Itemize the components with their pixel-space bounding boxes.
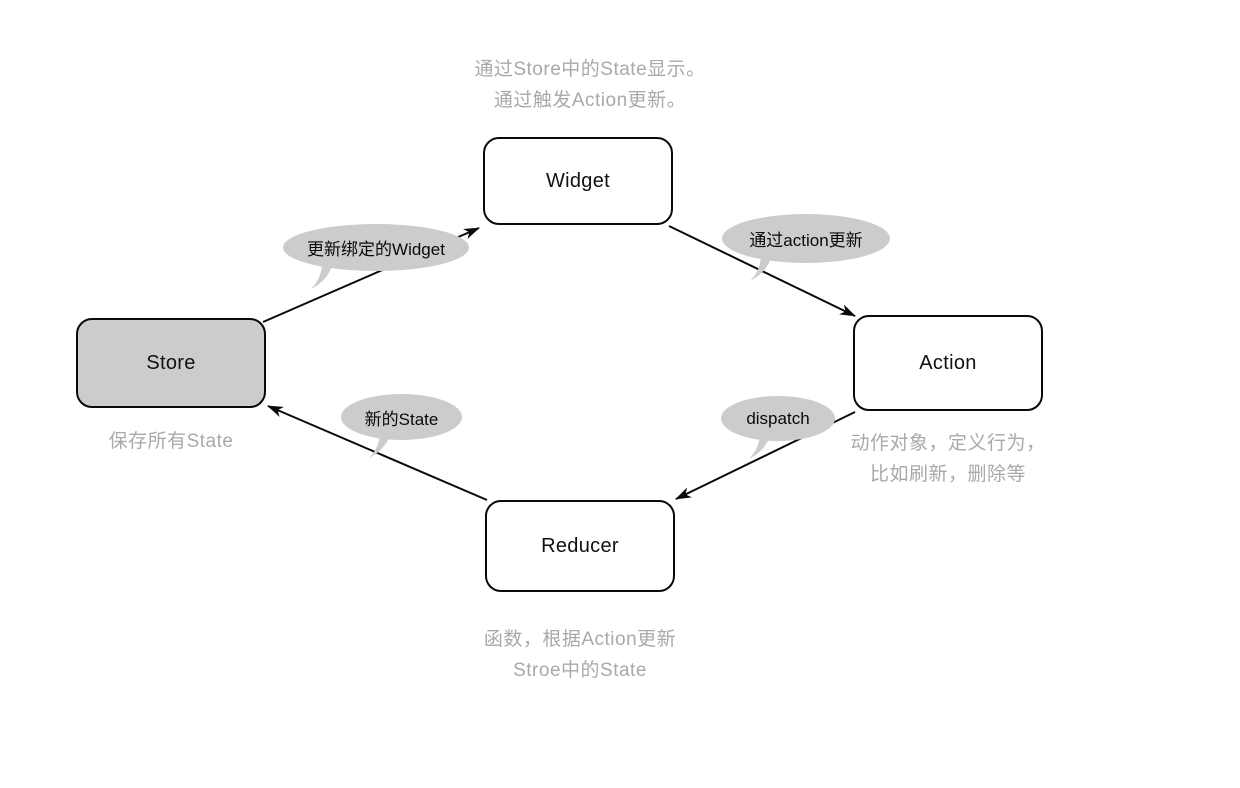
- bubble-tail: [749, 432, 771, 459]
- note-line: 动作对象，定义行为，: [850, 433, 1046, 454]
- bubble-tail: [311, 262, 333, 289]
- edge-label-action-to-reducer: dispatch: [721, 396, 835, 459]
- note-line: 保存所有State: [108, 431, 234, 452]
- bubble-tail: [750, 254, 772, 281]
- top-note-line: 通过触发Action更新。: [493, 90, 687, 111]
- node-label: Widget: [545, 169, 611, 192]
- arrow-reducer-to-store: [267, 405, 488, 501]
- note-line: Stroe中的State: [513, 660, 647, 681]
- edge-label-text: dispatch: [746, 408, 810, 428]
- node-label: Reducer: [541, 534, 619, 557]
- edge-label-widget-to-action: 通过action更新: [722, 214, 890, 281]
- note-line: 比如刷新，删除等: [869, 464, 1026, 485]
- node-store: Store: [76, 318, 266, 408]
- node-label: Store: [146, 351, 196, 374]
- edge-label-reducer-to-store: 新的State: [341, 394, 462, 458]
- note-line: 函数，根据Action更新: [483, 629, 677, 650]
- edge-label-store-to-widget: 更新绑定的Widget: [283, 224, 469, 289]
- top-note: 通过Store中的State显示。 通过触发Action更新。: [380, 54, 800, 116]
- top-note-line: 通过Store中的State显示。: [474, 59, 706, 80]
- edge-label-text: 新的State: [364, 409, 439, 429]
- node-label: Action: [919, 351, 977, 374]
- node-note-store: 保存所有State: [40, 426, 302, 457]
- edge-label-text: 更新绑定的Widget: [307, 240, 445, 259]
- node-note-action: 动作对象，定义行为， 比如刷新，删除等: [800, 428, 1096, 490]
- node-action: Action: [853, 315, 1043, 411]
- node-note-reducer: 函数，根据Action更新 Stroe中的State: [426, 624, 734, 686]
- edge-label-text: 通过action更新: [749, 231, 863, 250]
- bubble-tail: [369, 431, 391, 458]
- node-reducer: Reducer: [485, 500, 675, 592]
- node-widget: Widget: [483, 137, 673, 225]
